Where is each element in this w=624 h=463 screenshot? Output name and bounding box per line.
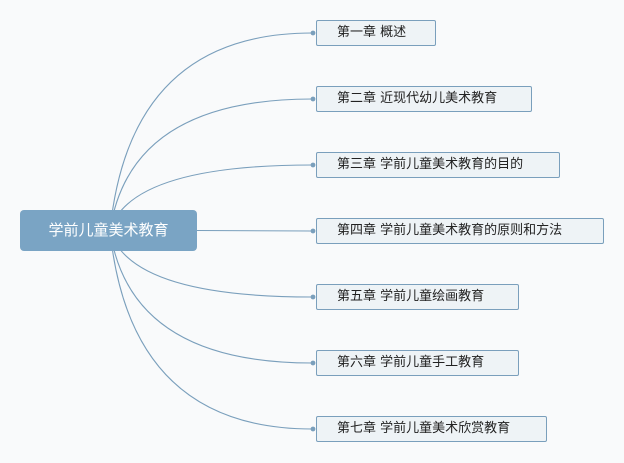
connector-dot [310,30,316,36]
connector-dot [310,360,316,366]
connector-dot [310,294,316,300]
subtopic-chapter-3[interactable]: 第三章 学前儿童美术教育的目的 [316,152,560,178]
connector-line [109,230,313,364]
connector-line [109,230,313,430]
root-topic[interactable]: 学前儿童美术教育 [20,210,197,251]
connector-dot [310,228,316,234]
connector-dot [310,162,316,168]
subtopic-chapter-5[interactable]: 第五章 学前儿童绘画教育 [316,284,519,310]
subtopic-chapter-2[interactable]: 第二章 近现代幼儿美术教育 [316,86,532,112]
subtopic-chapter-6[interactable]: 第六章 学前儿童手工教育 [316,350,519,376]
connector-dot [310,96,316,102]
subtopic-chapter-1[interactable]: 第一章 概述 [316,20,436,46]
connector-line [109,98,313,231]
subtopic-chapter-4[interactable]: 第四章 学前儿童美术教育的原则和方法 [316,218,604,244]
subtopic-chapter-7[interactable]: 第七章 学前儿童美术欣赏教育 [316,416,547,442]
connector-dot [310,426,316,432]
connector-line [109,32,313,231]
connector-line [196,229,313,232]
